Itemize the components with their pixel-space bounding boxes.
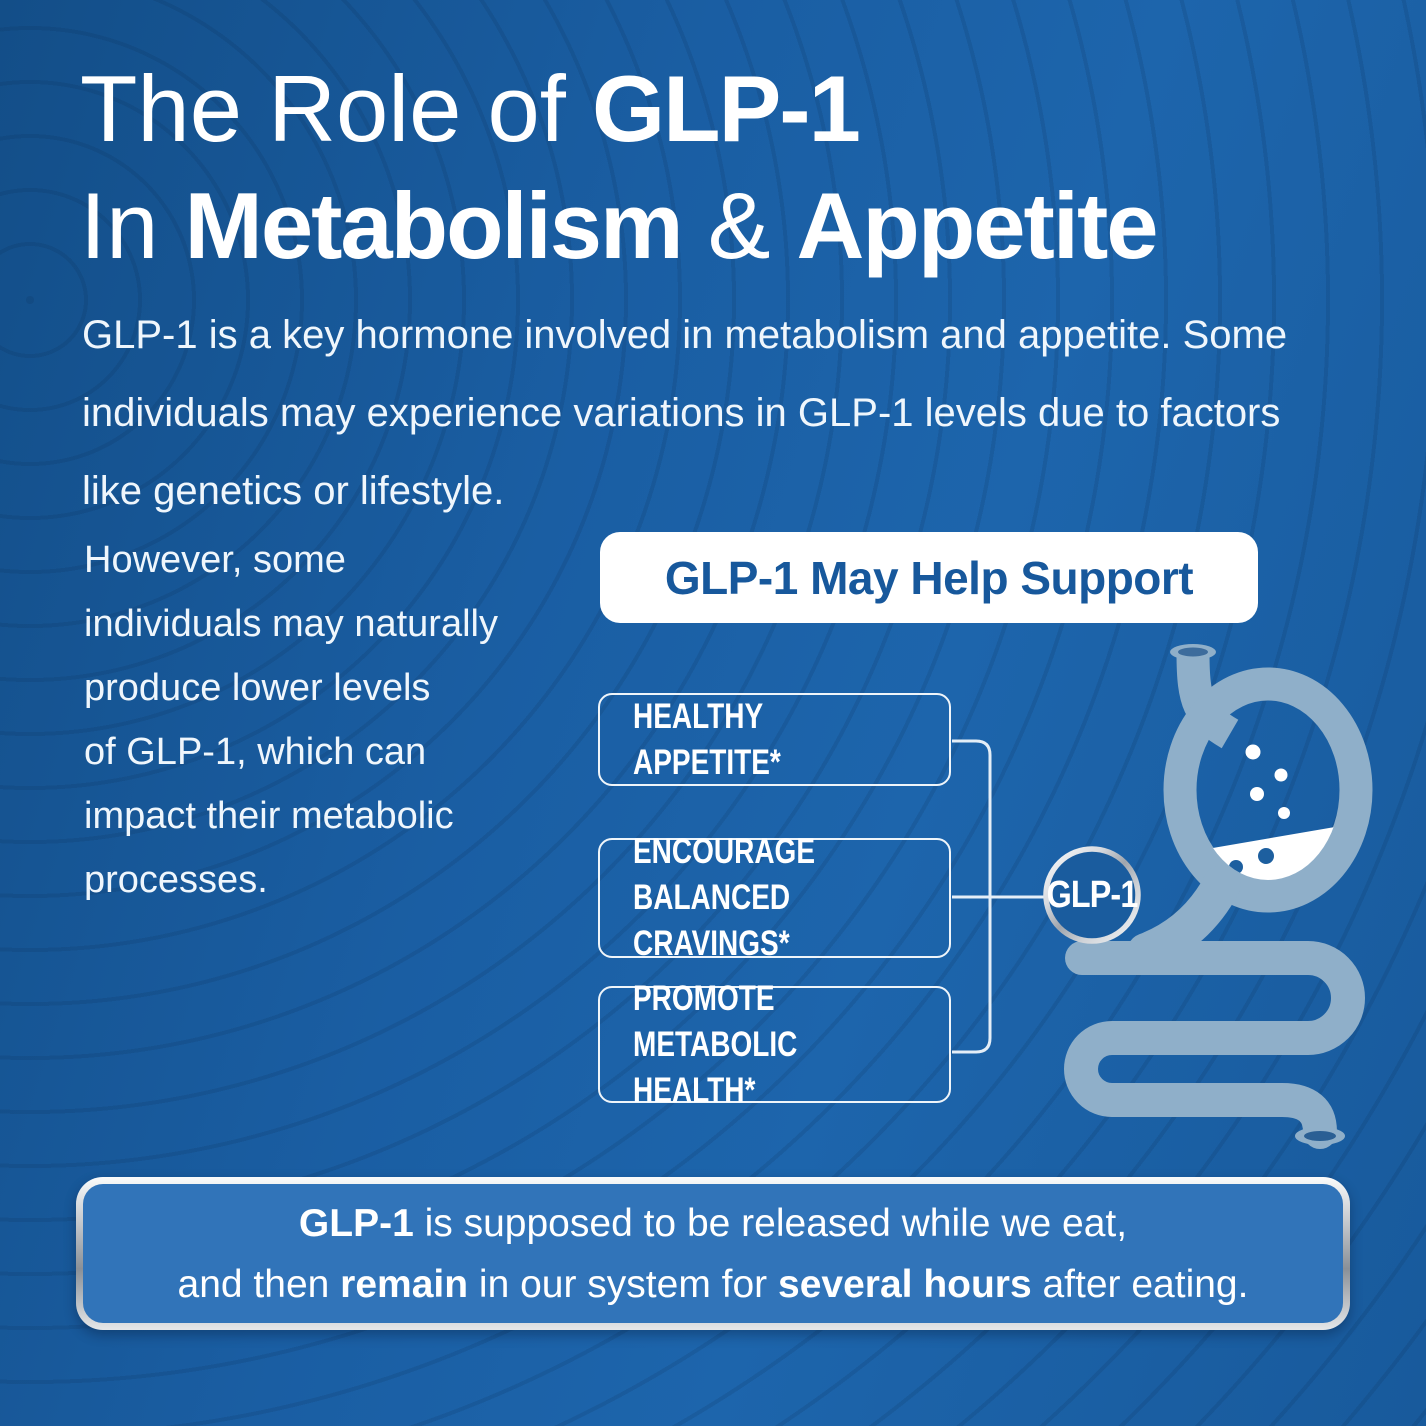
support-item-metabolic-health: PROMOTE METABOLIC HEALTH* [598, 979, 951, 1110]
bubble [1278, 807, 1290, 819]
support-item-label: ENCOURAGE BALANCED CRAVINGS* [633, 832, 816, 963]
intro-line: like genetics or lifestyle. [82, 469, 505, 513]
footer-line2-bold2: several hours [778, 1262, 1032, 1306]
intro-line: GLP-1 is a key hormone involved in metab… [82, 313, 1288, 357]
support-item-label: HEALTHY APPETITE* [633, 696, 781, 782]
side-note-line: impact their metabolic [84, 795, 454, 837]
support-item-healthy-appetite: HEALTHY APPETITE* [598, 693, 951, 786]
footer-callout: GLP-1 is supposed to be released while w… [76, 1177, 1350, 1330]
title-line2-bold1: Metabolism [184, 173, 684, 278]
stomach-contents [1196, 824, 1340, 880]
side-note-paragraph: However, some individuals may naturally … [84, 528, 498, 912]
bubble [1245, 744, 1261, 760]
footer-line1-rest: is supposed to be released while we eat, [413, 1201, 1128, 1245]
pylorus [1127, 865, 1241, 971]
footer-line1-bold: GLP-1 [298, 1201, 414, 1245]
footer-line-2: and then remain in our system for severa… [178, 1254, 1249, 1315]
intro-paragraph: GLP-1 is a key hormone involved in metab… [82, 296, 1287, 530]
connector-bracket [952, 739, 1046, 1054]
esophagus-opening-inner [1178, 647, 1208, 657]
intestine-opening-inner [1304, 1131, 1336, 1141]
title-line2-light: In [80, 173, 185, 278]
page-title: The Role of GLP-1 In Metabolism & Appeti… [80, 50, 1159, 284]
esophagus [1176, 652, 1239, 749]
side-note-line: produce lower levels [84, 667, 431, 709]
footer-line2-post: after eating. [1031, 1262, 1249, 1306]
title-line1-light: The Role of [80, 56, 593, 161]
intro-line: individuals may experience variations in… [82, 391, 1281, 435]
support-heading-text: GLP-1 May Help Support [664, 551, 1194, 604]
stomach-body [1163, 667, 1373, 913]
esophagus-opening [1170, 644, 1216, 660]
support-item-label: PROMOTE METABOLIC HEALTH* [633, 978, 798, 1110]
intestine-opening [1295, 1127, 1345, 1145]
title-line1-bold: GLP-1 [592, 56, 861, 161]
side-note-line: processes. [84, 859, 268, 901]
footer-line2-bold1: remain [340, 1262, 469, 1306]
glp1-node-label: GLP-1 [1046, 873, 1139, 916]
footer-panel: GLP-1 is supposed to be released while w… [83, 1184, 1343, 1323]
support-item-balanced-cravings: ENCOURAGE BALANCED CRAVINGS* [598, 832, 951, 963]
side-note-line: individuals may naturally [84, 603, 498, 645]
footer-line-1: GLP-1 is supposed to be released while w… [299, 1193, 1127, 1254]
support-heading-pill: GLP-1 May Help Support [600, 532, 1258, 623]
title-line-2: In Metabolism & Appetite [80, 167, 1159, 284]
bubble [1274, 768, 1288, 782]
intestines-icon [1064, 941, 1365, 1149]
side-note-line: However, some [84, 539, 346, 581]
side-note-line: of GLP-1, which can [84, 731, 427, 773]
stomach-icon [1127, 644, 1373, 971]
footer-line2-pre: and then [177, 1262, 341, 1306]
title-line-1: The Role of GLP-1 [80, 50, 1157, 167]
title-line2-amp: & [681, 173, 797, 278]
footer-line2-mid: in our system for [468, 1262, 779, 1306]
title-line2-bold2: Appetite [796, 173, 1159, 278]
bubble [1250, 787, 1264, 801]
